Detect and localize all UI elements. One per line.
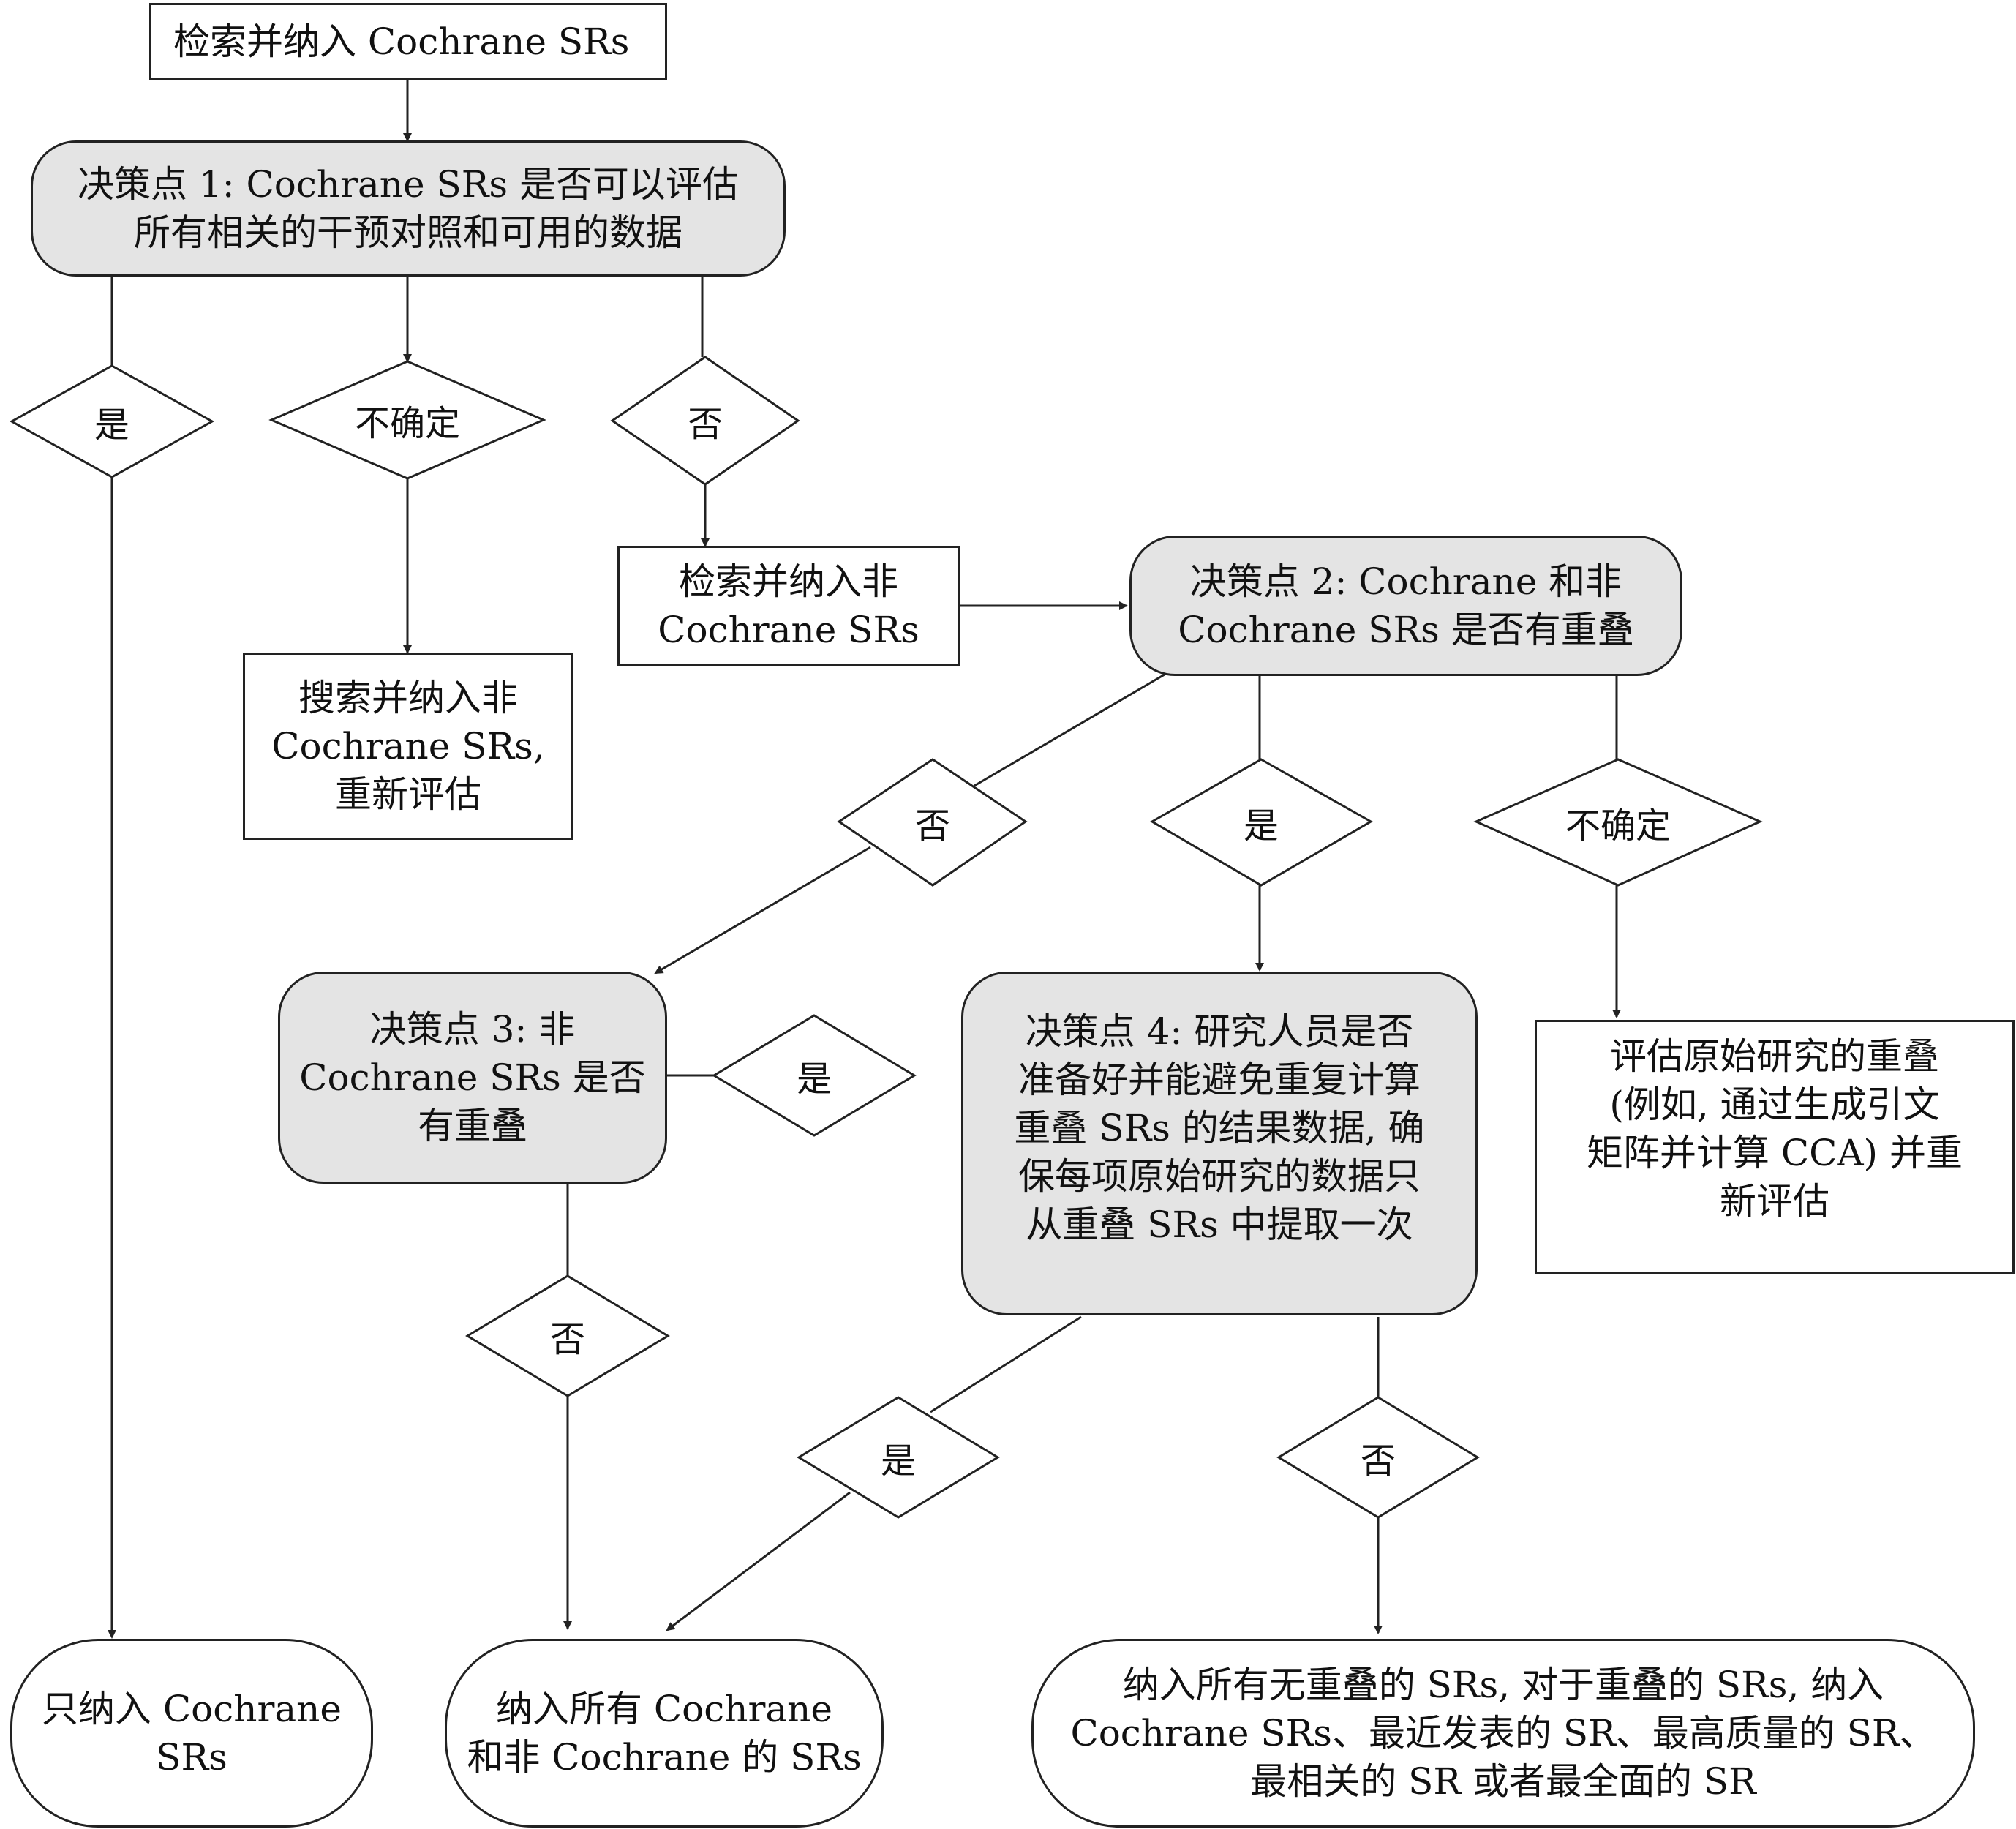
label-dp3-no: 否 (549, 1319, 585, 1360)
label-dp2-no: 否 (914, 805, 950, 846)
node-include-all-text: 纳入所有 Cochrane 和非 Cochrane 的 SRs (467, 1688, 862, 1779)
edge-dp4-yes (930, 1315, 1082, 1413)
node-search-reassess: 搜索并纳入非 Cochrane SRs, 重新评估 (243, 653, 573, 840)
node-search-non-cochrane-text: 检索并纳入非 Cochrane SRs (658, 560, 919, 651)
node-search-reassess-text: 搜索并纳入非 Cochrane SRs, 重新评估 (271, 677, 545, 816)
node-decision-2: 决策点 2: Cochrane 和非 Cochrane SRs 是否有重叠 (1129, 536, 1682, 676)
node-include-all: 纳入所有 Cochrane 和非 Cochrane 的 SRs (445, 1639, 884, 1828)
label-dp1-no: 否 (687, 404, 723, 445)
label-dp2-unsure: 不确定 (1565, 805, 1671, 846)
node-only-cochrane: 只纳入 Cochrane SRs (10, 1639, 373, 1828)
node-decision-3: 决策点 3: 非 Cochrane SRs 是否 有重叠 (278, 972, 667, 1184)
edge-dp4yes-includeall (666, 1491, 851, 1631)
node-start: 检索并纳入 Cochrane SRs (149, 3, 667, 80)
node-search-non-cochrane: 检索并纳入非 Cochrane SRs (617, 546, 960, 666)
label-dp3-yes: 是 (796, 1059, 832, 1100)
label-dp2-yes: 是 (1243, 805, 1279, 846)
node-decision-1-text: 决策点 1: Cochrane SRs 是否可以评估 所有相关的干预对照和可用的… (78, 163, 739, 254)
node-decision-4: 决策点 4: 研究人员是否 准备好并能避免重复计算 重叠 SRs 的结果数据, … (961, 972, 1478, 1315)
node-decision-4-text: 决策点 4: 研究人员是否 准备好并能避免重复计算 重叠 SRs 的结果数据, … (1014, 1010, 1425, 1246)
node-decision-1: 决策点 1: Cochrane SRs 是否可以评估 所有相关的干预对照和可用的… (31, 140, 786, 277)
node-assess-overlap-text: 评估原始研究的重叠 (例如, 通过生成引文 矩阵并计算 CCA) 并重 新评估 (1587, 1035, 1963, 1223)
edge-no-dp3 (654, 846, 871, 974)
node-assess-overlap: 评估原始研究的重叠 (例如, 通过生成引文 矩阵并计算 CCA) 并重 新评估 (1535, 1020, 2015, 1274)
node-decision-3-text: 决策点 3: 非 Cochrane SRs 是否 有重叠 (299, 1008, 646, 1147)
label-dp1-unsure: 不确定 (354, 403, 460, 444)
label-dp4-yes: 是 (880, 1441, 916, 1481)
node-decision-2-text: 决策点 2: Cochrane 和非 Cochrane SRs 是否有重叠 (1178, 560, 1634, 651)
label-dp4-no: 否 (1360, 1441, 1396, 1481)
node-include-nonoverlap-text: 纳入所有无重叠的 SRs, 对于重叠的 SRs, 纳入 Cochrane SRs… (1070, 1664, 1936, 1803)
node-include-nonoverlap: 纳入所有无重叠的 SRs, 对于重叠的 SRs, 纳入 Cochrane SRs… (1031, 1639, 1975, 1828)
node-only-cochrane-text: 只纳入 Cochrane SRs (42, 1688, 342, 1779)
label-dp1-yes: 是 (94, 405, 129, 446)
edge-dp2-no (974, 673, 1165, 787)
node-start-text: 检索并纳入 Cochrane SRs (173, 20, 630, 63)
